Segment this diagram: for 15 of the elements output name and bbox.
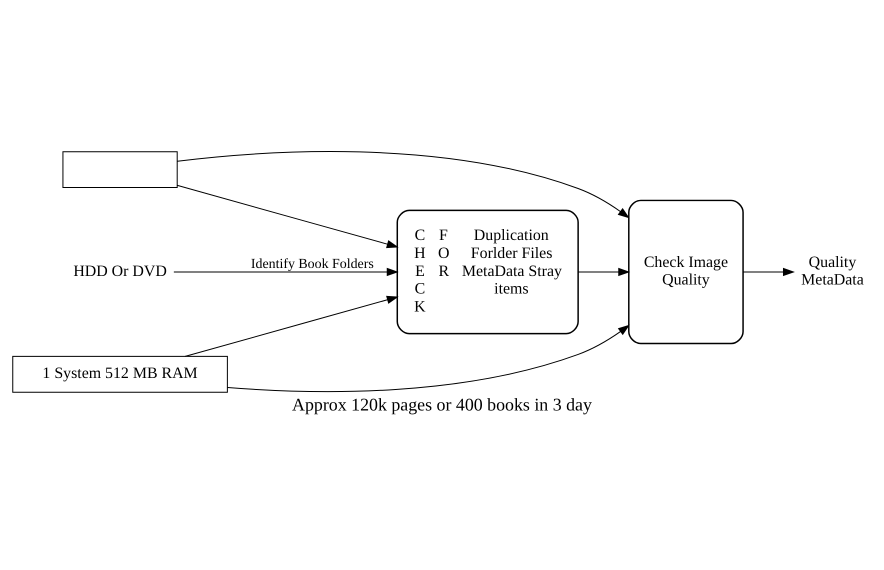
edge-label: Identify Book Folders bbox=[250, 256, 374, 272]
arrow bbox=[742, 267, 795, 276]
arrow bbox=[176, 184, 399, 248]
arrow bbox=[578, 267, 630, 276]
arrow bbox=[227, 324, 630, 392]
node-text: Quality MetaData bbox=[801, 253, 864, 288]
node-box: Check Image Quality bbox=[628, 199, 744, 344]
node-text: HDD Or DVD bbox=[73, 262, 167, 280]
node-box bbox=[62, 150, 178, 188]
arrow bbox=[173, 267, 399, 276]
arrow bbox=[176, 150, 630, 218]
arrow bbox=[184, 295, 399, 356]
caption: Approx 120k pages or 400 books in 3 day bbox=[292, 394, 592, 414]
node-box: C H E C K F O R Duplication Forlder Files MetaData Stray items bbox=[396, 209, 579, 334]
node-box: 1 System 512 MB RAM bbox=[12, 355, 228, 392]
